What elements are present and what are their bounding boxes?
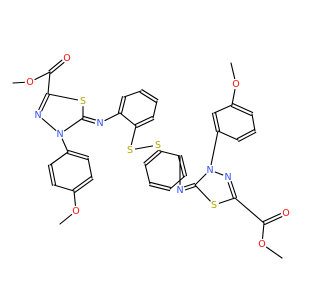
bond-layer [12,56,288,259]
atom-label: S [127,145,133,156]
double-bond [230,102,254,117]
atom-label-background [256,238,268,250]
double-bond [47,164,57,186]
atom-n: N [204,164,216,176]
atom-n: N [32,109,44,121]
single-bond [123,90,142,98]
double-bond [134,116,155,128]
atom-label-background [94,117,106,129]
atom-o: O [24,76,36,88]
atom-n: N [54,128,66,140]
atom-o: O [61,52,73,64]
single-bond [213,104,233,114]
double-bond [149,181,171,192]
single-bond [217,130,239,141]
double-bond [236,129,257,142]
atom-label-background [222,171,234,183]
atom-n: N [94,117,106,129]
atom-label: O [26,77,33,88]
atom-label-background [124,144,136,156]
atom-label-background [204,164,216,176]
atom-label: O [63,53,70,64]
single-bond [53,184,75,192]
single-bond [209,130,219,171]
atom-label: N [206,165,213,176]
atom-label-background [77,95,89,107]
atom-label-background [174,184,186,196]
atom-label: N [34,110,41,121]
atom-label-background [54,128,66,140]
atom-o: O [230,78,242,90]
atom-o: O [70,205,82,217]
double-bond [139,89,159,103]
atom-s: S [152,139,164,151]
single-bond [144,163,151,185]
atom-label: O [232,79,239,90]
single-bond [234,197,265,224]
single-bond [49,151,69,166]
atom-s: S [77,95,89,107]
atom-n: N [174,184,186,196]
atom-label: S [80,96,86,107]
atom-label-background [280,207,292,219]
single-bond [159,150,181,157]
single-bond [47,71,51,95]
atom-label: N [96,118,103,129]
atom-label: N [56,129,63,140]
double-bond [72,176,94,193]
atom-label-background [208,199,220,211]
double-bond [211,112,221,132]
single-bond [47,93,84,102]
atom-label: N [176,185,183,196]
atom-label-background [230,78,242,90]
single-bond [87,157,93,179]
atom-o: O [256,238,268,250]
atom-n: N [222,171,234,183]
atom-label-background [24,76,36,88]
atom-label-background [152,139,164,151]
atom-label: O [72,206,79,217]
single-bond [169,175,186,190]
atom-label: O [258,239,265,250]
atom-label-background [70,205,82,217]
double-bond [66,149,90,161]
atom-s: S [124,144,136,156]
single-bond [152,100,158,119]
atom-label: O [282,208,289,219]
atom-o: O [280,207,292,219]
atom-label: S [155,140,161,151]
double-bond [143,149,162,166]
atom-s: S [208,199,220,211]
atom-label: S [211,200,217,211]
double-bond [117,96,127,114]
atom-label-background [32,109,44,121]
atom-label-background [61,52,73,64]
single-bond [251,113,256,132]
atom-label: N [224,172,231,183]
double-bond [177,155,188,177]
single-bond [119,112,137,127]
